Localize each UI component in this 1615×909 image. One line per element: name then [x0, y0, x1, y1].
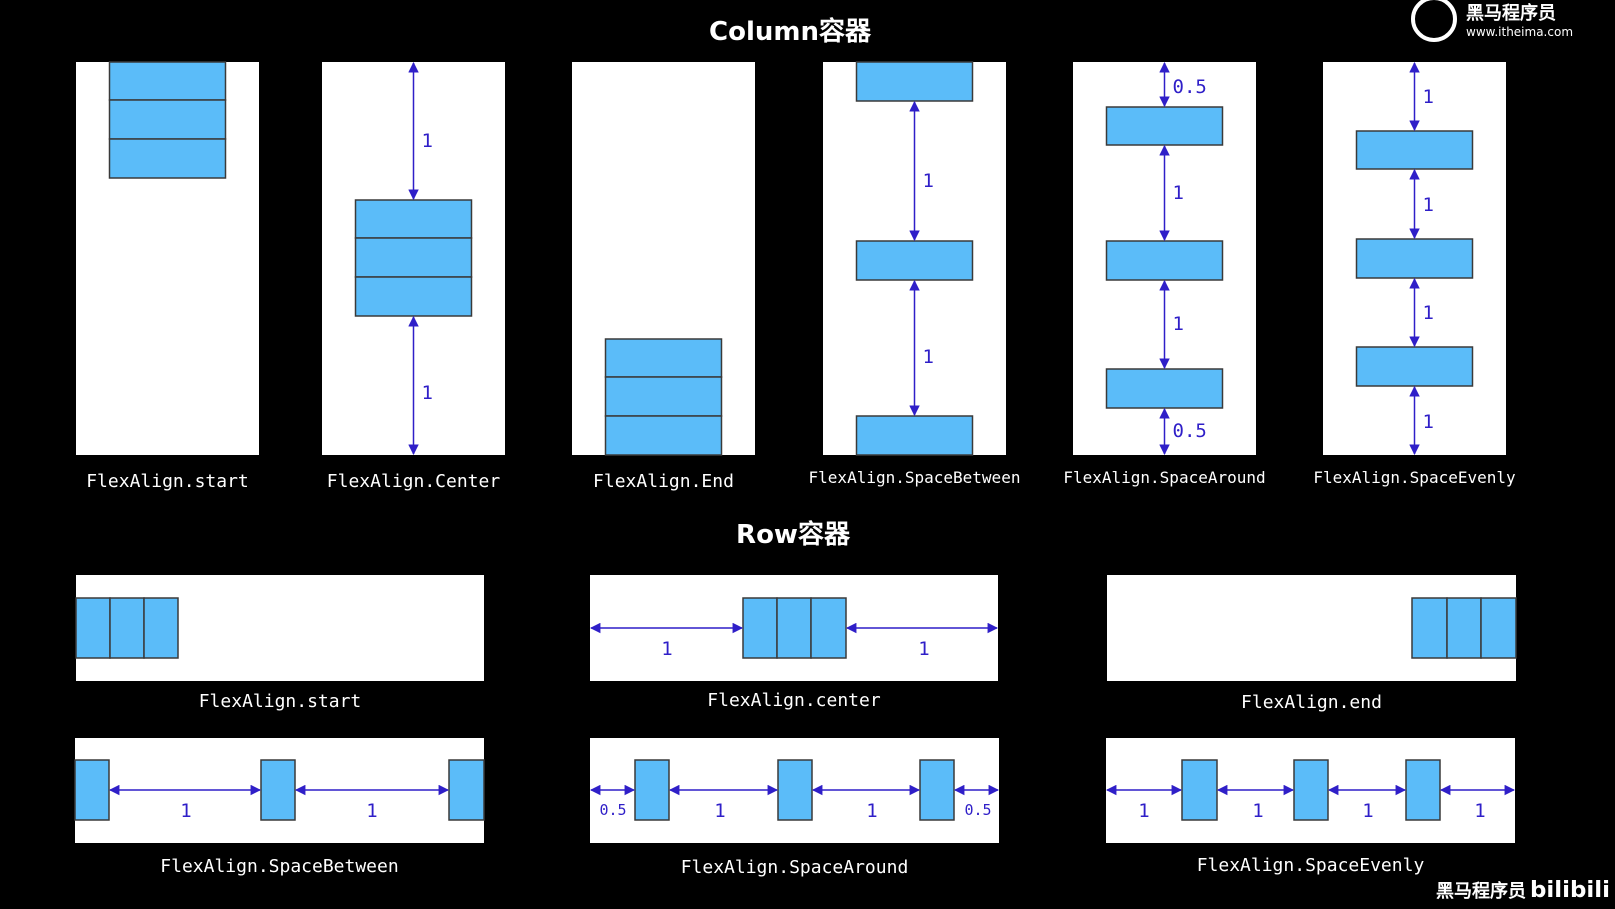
child-box: [1355, 346, 1474, 387]
child-box: [1105, 240, 1224, 281]
spacing-label: 1: [1173, 313, 1184, 335]
spacing-label: 1: [714, 800, 725, 822]
panel-label: FlexAlign.SpaceBetween: [809, 468, 1021, 487]
column-section-title: Column容器: [709, 16, 872, 47]
spacing-label: 1: [866, 800, 877, 822]
child-box: [634, 759, 670, 821]
spacing-label: 1: [422, 130, 433, 152]
spacing-label: 1: [923, 346, 934, 368]
child-box: [260, 759, 296, 821]
child-box: [1355, 238, 1474, 279]
child-box: [108, 99, 227, 140]
child-box: [855, 61, 974, 102]
child-box: [604, 376, 723, 417]
panel-label: FlexAlign.SpaceBetween: [160, 856, 398, 877]
child-box: [810, 597, 847, 659]
logo-url: www.itheima.com: [1466, 25, 1573, 39]
spacing-label: 1: [1423, 194, 1434, 216]
child-box: [1105, 106, 1224, 146]
child-box: [1293, 759, 1329, 821]
panel-label: FlexAlign.SpaceEvenly: [1313, 468, 1516, 487]
child-box: [855, 415, 974, 456]
child-box: [1480, 597, 1517, 659]
child-box: [354, 199, 473, 239]
child-box: [354, 237, 473, 278]
spacing-label: 0.5: [964, 801, 991, 819]
child-box: [75, 597, 111, 659]
panel-label: FlexAlign.Center: [327, 471, 501, 492]
panel-label: FlexAlign.start: [86, 471, 249, 492]
spacing-label: 1: [1362, 800, 1373, 822]
child-box: [742, 597, 778, 659]
spacing-label: 0.5: [599, 801, 626, 819]
child-box: [1105, 368, 1224, 409]
child-box: [777, 759, 813, 821]
child-box: [143, 597, 179, 659]
spacing-label: 0.5: [1173, 76, 1207, 98]
spacing-label: 1: [918, 638, 929, 660]
logo: 黑马程序员 www.itheima.com: [1411, 0, 1573, 42]
row-panel-end: FlexAlign.end: [1107, 575, 1517, 713]
panel-label: FlexAlign.SpaceAround: [1063, 468, 1265, 487]
child-box: [604, 338, 723, 378]
column-panel-start: FlexAlign.start: [76, 61, 259, 492]
spacing-label: 1: [366, 800, 377, 822]
panel-label: FlexAlign.SpaceAround: [681, 857, 909, 878]
child-box: [109, 597, 145, 659]
horse-logo-icon: [1411, 0, 1457, 42]
watermark: 黑马程序员 bilibili: [1436, 878, 1610, 903]
spacing-label: 1: [1138, 800, 1149, 822]
child-box: [108, 61, 227, 101]
spacing-label: 1: [422, 382, 433, 404]
spacing-label: 1: [1252, 800, 1263, 822]
child-box: [1355, 130, 1474, 170]
child-box: [1181, 759, 1218, 821]
spacing-label: 1: [1423, 86, 1434, 108]
panel-label: FlexAlign.End: [593, 471, 734, 492]
panel-label: FlexAlign.SpaceEvenly: [1197, 855, 1425, 876]
spacing-label: 1: [661, 638, 672, 660]
child-box: [74, 759, 110, 821]
watermark-text: 黑马程序员: [1436, 880, 1526, 902]
column-panel-end: FlexAlign.End: [572, 62, 755, 492]
spacing-label: 1: [1423, 302, 1434, 324]
child-box: [604, 415, 723, 456]
spacing-label: 1: [1423, 411, 1434, 433]
child-box: [448, 759, 485, 821]
panel-label: FlexAlign.center: [707, 690, 881, 711]
child-box: [354, 276, 473, 317]
spacing-label: 1: [1474, 800, 1485, 822]
panel-label: FlexAlign.start: [199, 691, 362, 712]
spacing-label: 0.5: [1173, 420, 1207, 442]
spacing-label: 1: [180, 800, 191, 822]
child-box: [1446, 597, 1482, 659]
logo-name: 黑马程序员: [1466, 2, 1556, 24]
child-box: [855, 240, 974, 281]
child-box: [1405, 759, 1441, 821]
spacing-label: 1: [1173, 182, 1184, 204]
child-box: [108, 138, 227, 179]
spacing-label: 1: [923, 170, 934, 192]
child-box: [919, 759, 955, 821]
panel-label: FlexAlign.end: [1241, 692, 1382, 713]
child-box: [776, 597, 812, 659]
child-box: [1411, 597, 1448, 659]
watermark-brand: bilibili: [1530, 878, 1610, 903]
row-panel-start: FlexAlign.start: [75, 575, 484, 712]
row-section-title: Row容器: [736, 519, 851, 550]
